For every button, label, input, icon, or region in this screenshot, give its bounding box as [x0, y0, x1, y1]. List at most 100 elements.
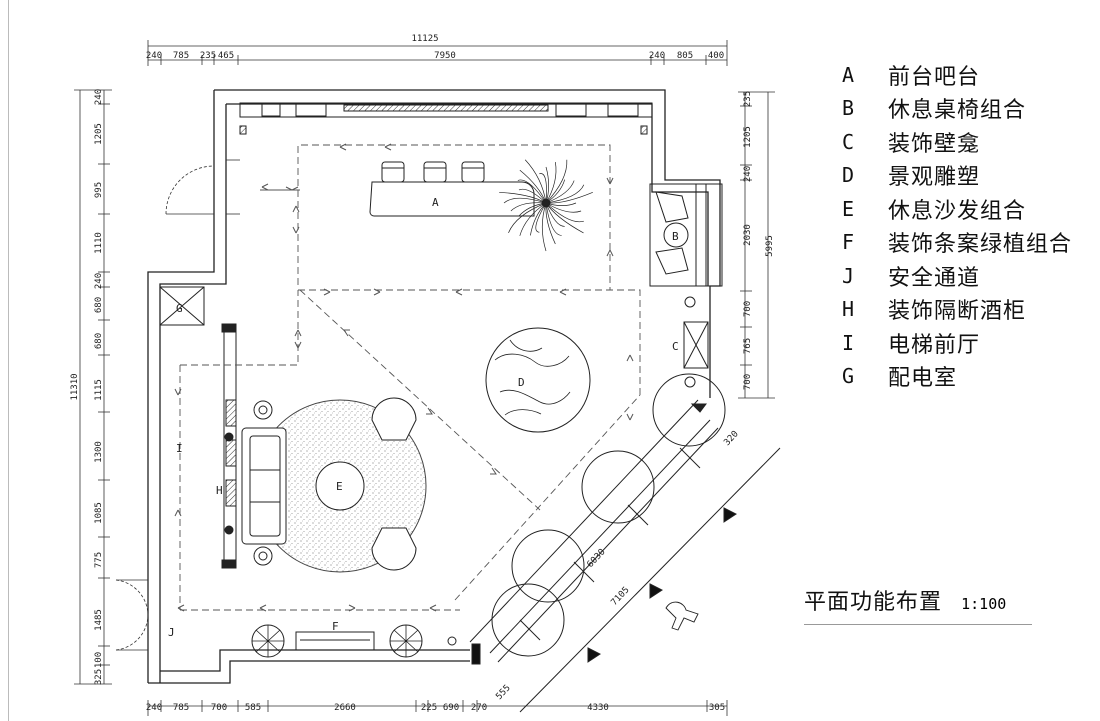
- legend-code: H: [842, 297, 856, 322]
- dim-bottom-3: 585: [245, 703, 261, 713]
- room-label-c: C: [672, 340, 679, 353]
- room-letters: A B C D E F G H I J: [168, 196, 679, 639]
- dim-bottom-1: 785: [173, 703, 189, 713]
- legend-code: E: [842, 196, 856, 221]
- room-label-g: G: [176, 302, 183, 315]
- bottom-left-doors: [115, 579, 149, 651]
- legend-code: D: [842, 163, 856, 188]
- legend-row: D 景观雕塑: [838, 159, 1088, 193]
- legend-code: A: [842, 62, 856, 87]
- legend-code: B: [842, 96, 856, 121]
- dim-right-total: 5995: [765, 235, 775, 257]
- dim-left-1: 1205: [94, 123, 104, 145]
- dim-top-0: 240: [146, 51, 162, 61]
- legend-text: 装饰条案绿植组合: [888, 232, 1073, 258]
- dim-left-total: 11310: [70, 373, 80, 400]
- legend-text: 休息沙发组合: [888, 198, 1027, 224]
- room-label-j: J: [168, 626, 175, 639]
- room-label-f: F: [332, 620, 339, 633]
- bar-counter-a: [369, 161, 535, 217]
- legend-code: J: [842, 263, 856, 288]
- drawing-scale: 1:100: [961, 595, 1007, 613]
- sculpture-d: [485, 327, 591, 433]
- dim-left-5: 680: [94, 297, 104, 313]
- dim-left-2: 995: [94, 182, 104, 198]
- top-dimension-chain: [147, 40, 728, 66]
- legend-row: J 安全通道: [838, 259, 1088, 293]
- diagonal-dimension-text: 7105 6030 320 555: [494, 429, 740, 702]
- dim-bottom-9: 305: [709, 703, 725, 713]
- legend-text: 电梯前厅: [888, 332, 981, 358]
- dim-left-12: 100: [94, 652, 104, 668]
- dim-bottom-7: 270: [471, 703, 487, 713]
- dim-left-7: 1115: [94, 379, 104, 401]
- lounge-sofa-e: [241, 397, 427, 573]
- drawing-title: 平面功能布置: [804, 590, 943, 615]
- dim-diag-outer: 7105: [609, 585, 631, 608]
- dim-bottom-4: 2660: [334, 703, 356, 713]
- legend-row: E 休息沙发组合: [838, 192, 1088, 226]
- legend-code: F: [842, 230, 856, 255]
- sheet-border-line: [8, 0, 9, 721]
- room-label-d: D: [518, 376, 525, 389]
- outer-walls: [147, 89, 721, 684]
- legend-text: 休息桌椅组合: [888, 98, 1027, 124]
- legend-code: C: [842, 129, 856, 154]
- dim-left-6: 680: [94, 333, 104, 349]
- dim-top-4: 7950: [434, 51, 456, 61]
- legend-row: F 装饰条案绿植组合: [838, 226, 1088, 260]
- legend-row: I 电梯前厅: [838, 326, 1088, 360]
- dim-right-1: 1205: [743, 126, 753, 148]
- dim-left-11: 1485: [94, 609, 104, 631]
- legend-code: I: [842, 330, 856, 355]
- dim-left-8: 1300: [94, 441, 104, 463]
- dim-top-total: 11125: [411, 34, 438, 44]
- top-window-strip: [239, 102, 653, 135]
- dim-bottom-0: 240: [146, 703, 162, 713]
- dim-top-5: 240: [649, 51, 665, 61]
- bottom-dimension-text: 240 785 700 585 2660 225 690 270 4330 30…: [146, 703, 725, 713]
- zone-dashed-outlines: [179, 144, 641, 611]
- dim-diag-end: 555: [494, 683, 512, 702]
- legend-text: 装饰隔断酒柜: [888, 299, 1027, 325]
- dim-right-5: 765: [743, 338, 753, 354]
- dim-left-13: 325: [94, 669, 104, 685]
- legend-row: C 装饰壁龛: [838, 125, 1088, 159]
- dim-bottom-6: 690: [443, 703, 459, 713]
- dim-left-10: 775: [94, 552, 104, 568]
- circulation-arrows: [174, 143, 634, 612]
- left-dimension-chain: [74, 89, 112, 685]
- dim-top-2: 235: [200, 51, 216, 61]
- diagonal-entrance: [469, 373, 781, 713]
- legend-text: 安全通道: [888, 265, 981, 291]
- partition-h-cabinet: [221, 323, 237, 569]
- niche-c: [683, 296, 709, 413]
- left-entry-door: [165, 159, 240, 215]
- legend-text: 景观雕塑: [888, 165, 981, 191]
- room-label-i: I: [176, 442, 183, 455]
- dim-left-4: 240: [94, 273, 104, 289]
- legend-text: 装饰壁龛: [888, 131, 981, 157]
- room-label-h: H: [216, 484, 223, 497]
- bottom-dimension-chain: [147, 700, 728, 716]
- room-label-e: E: [336, 480, 343, 493]
- dim-top-7: 400: [708, 51, 724, 61]
- dim-right-4: 700: [743, 301, 753, 317]
- dim-right-6: 700: [743, 374, 753, 390]
- dim-left-9: 1085: [94, 502, 104, 524]
- dim-right-0: 235: [743, 91, 753, 107]
- lounge-chairs-b: [649, 183, 723, 287]
- dim-diag-small: 320: [722, 429, 740, 448]
- room-label-a: A: [432, 196, 439, 209]
- room-label-b: B: [672, 230, 679, 243]
- legend-text: 配电室: [888, 366, 958, 392]
- top-dimension-text: 11125 240 785 235 465 7950 240 805 400: [146, 34, 724, 61]
- chandelier-sculpture: [499, 159, 593, 252]
- dim-left-0: 240: [94, 89, 104, 105]
- legend-row: H 装饰隔断酒柜: [838, 293, 1088, 327]
- right-dimension-chain: [738, 91, 775, 399]
